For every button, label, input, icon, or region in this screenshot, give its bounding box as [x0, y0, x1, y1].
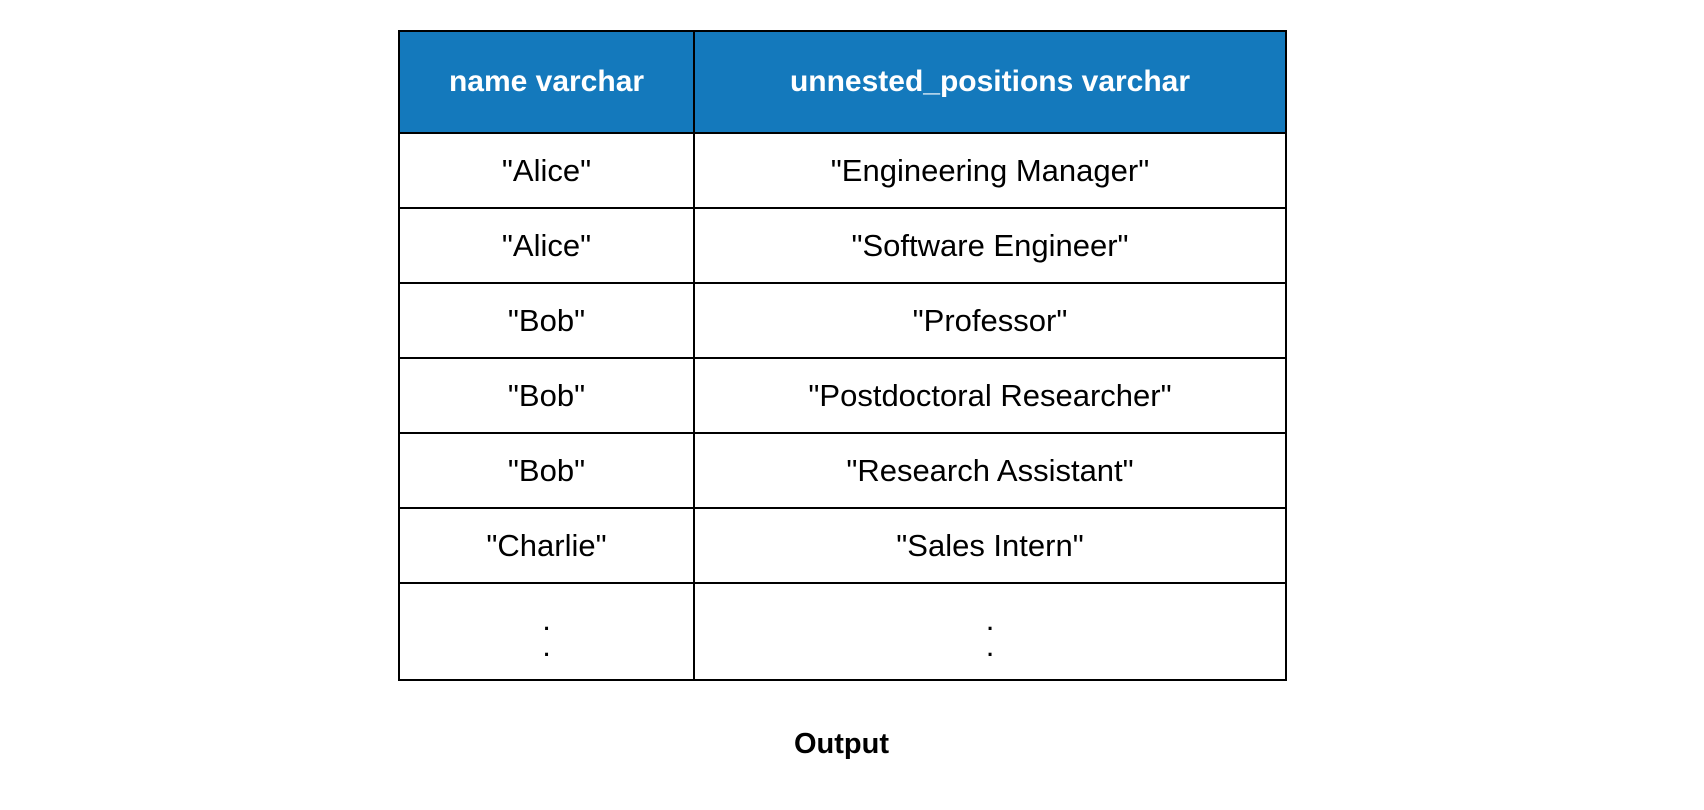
cell-position: "Sales Intern"	[693, 507, 1287, 584]
cell-name: "Bob"	[398, 357, 695, 434]
table-header: name varchar unnested_positions varchar	[398, 30, 1287, 134]
table-row: "Alice" "Software Engineer"	[398, 207, 1287, 284]
ellipsis-dot: .	[985, 601, 995, 637]
ellipsis-dot: .	[542, 627, 551, 663]
cell-name: "Bob"	[398, 432, 695, 509]
cell-name-ellipsis: . .	[398, 582, 695, 681]
column-header-unnested-positions: unnested_positions varchar	[693, 30, 1287, 134]
query-result-table: name varchar unnested_positions varchar …	[398, 30, 1287, 681]
table-row-continuation: . . . .	[398, 582, 1287, 681]
cell-position: "Research Assistant"	[693, 432, 1287, 509]
cell-position: "Engineering Manager"	[693, 132, 1287, 209]
table-row: "Alice" "Engineering Manager"	[398, 132, 1287, 209]
vertical-ellipsis-icon: . .	[695, 584, 1285, 679]
figure-caption: Output	[793, 728, 889, 760]
ellipsis-dot: .	[542, 601, 551, 637]
cell-name: "Alice"	[398, 207, 695, 284]
column-header-name: name varchar	[398, 30, 695, 134]
table-header-row: name varchar unnested_positions varchar	[398, 30, 1287, 134]
cell-position: "Professor"	[693, 282, 1287, 359]
cell-name: "Alice"	[398, 132, 695, 209]
cell-position: "Postdoctoral Researcher"	[693, 357, 1287, 434]
table-row: "Bob" "Professor"	[398, 282, 1287, 359]
cell-position: "Software Engineer"	[693, 207, 1287, 284]
table-row: "Bob" "Postdoctoral Researcher"	[398, 357, 1287, 434]
cell-position-ellipsis: . .	[693, 582, 1287, 681]
ellipsis-dot: .	[985, 627, 995, 663]
cell-name: "Charlie"	[398, 507, 695, 584]
table-body: "Alice" "Engineering Manager" "Alice" "S…	[398, 132, 1287, 681]
table-row: "Charlie" "Sales Intern"	[398, 507, 1287, 584]
table-row: "Bob" "Research Assistant"	[398, 432, 1287, 509]
cell-name: "Bob"	[398, 282, 695, 359]
vertical-ellipsis-icon: . .	[400, 584, 693, 679]
